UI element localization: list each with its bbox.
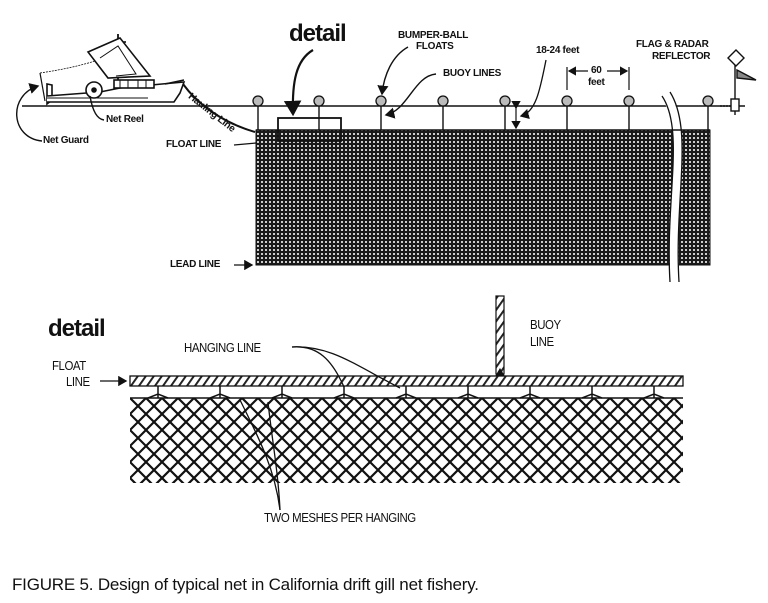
buoy-lines-pointer [384,73,437,119]
hanging-tie [457,386,479,399]
buoy-lines-label: BUOY LINES [443,68,501,79]
hanging-tie [333,386,355,399]
bumper-ball-float [252,95,264,107]
detail-region-box [277,117,342,142]
detail-callout-label: detail [289,20,347,47]
flag-radar-reflector [720,49,757,115]
net-break-mark [661,92,683,281]
float-line-pointer [233,142,257,146]
bumper-ball-pointer [377,46,409,96]
bumper-ball-float [561,95,573,107]
hanging-tie [271,386,293,399]
hanging-line-pointer-b [291,346,401,389]
bumper-ball-float [375,95,387,107]
hanging-tie [581,386,603,399]
two-meshes-per-hanging-label: TWO MESHES PER HANGING [264,510,416,525]
bumper-ball-float [437,95,449,107]
hanging-tie [643,386,665,399]
bumper-ball-floats-label-line1: BUMPER-BALL [398,30,469,41]
bumper-ball-float [313,95,325,107]
detail-float-line-label-line2: LINE [66,374,90,389]
fishing-boat [39,34,186,106]
gill-net-panel [255,129,711,266]
float-spacing-value-label: 60 [591,65,602,76]
detail-float-line [129,375,684,387]
net-guard-pointer [16,83,43,142]
detail-buoy-line-label-line1: BUOY [530,317,561,332]
net-reel [85,81,103,99]
two-meshes-pointer-b [267,401,281,511]
detail-title: detail [48,315,106,342]
detail-buoy-line-label-line2: LINE [530,334,554,349]
hanging-tie [519,386,541,399]
bumper-ball-float [499,95,511,107]
detail-arrow [283,49,314,117]
net-reel-label: Net Reel [106,114,144,125]
two-meshes-pointer-a [239,399,281,511]
float-spacing-unit-label: feet [588,77,605,88]
lead-line-label: LEAD LINE [170,259,221,270]
bumper-ball-floats-label-line2: FLOATS [416,41,454,52]
detail-net-mesh [130,398,683,483]
buoy-depth-label: 18-24 feet [536,45,580,56]
flag-reflector-label-line2: REFLECTOR [652,51,711,62]
detail-float-line-label-line1: FLOAT [52,358,86,373]
hauling-line [182,83,256,133]
flag-reflector-label-line1: FLAG & RADAR [636,39,709,50]
hanging-tie [209,386,231,399]
hanging-tie [395,386,417,399]
hanging-line-label: HANGING LINE [184,340,261,355]
buoy-depth-pointer [519,59,547,120]
bumper-ball-floats [252,95,714,130]
net-reel-pointer [89,95,105,121]
bumper-ball-float [623,95,635,107]
bumper-ball-float [702,95,714,107]
detail-buoy-line [495,295,505,375]
net-guard-label: Net Guard [43,135,89,146]
float-line-label: FLOAT LINE [166,139,222,150]
hanging-ties [147,386,665,399]
figure-caption: FIGURE 5. Design of typical net in Calif… [12,575,479,594]
hanging-tie [147,386,169,399]
